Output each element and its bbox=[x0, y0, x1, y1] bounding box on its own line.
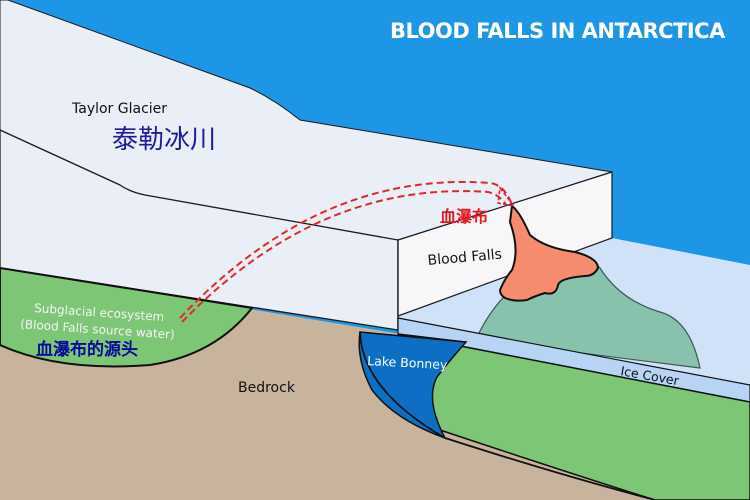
bedrock-label: Bedrock bbox=[238, 380, 296, 396]
flow-arrow-head bbox=[497, 186, 516, 208]
flow-arrow-path bbox=[179, 181, 513, 319]
bedrock-boundary-line bbox=[359, 331, 656, 500]
glacier-label-cn: 泰勒冰川 bbox=[112, 125, 216, 155]
blood-falls-outflow bbox=[498, 204, 600, 302]
ice-cover-layer bbox=[397, 317, 750, 403]
ecosystem-label-cn: 血瀑布的源头 bbox=[36, 339, 138, 360]
blood-falls-label-cn: 血瀑布 bbox=[440, 207, 488, 226]
diagram-title: BLOOD FALLS IN ANTARCTICA bbox=[390, 19, 726, 43]
lake-bonney-label: Lake Bonney bbox=[367, 353, 449, 372]
glacier-label-en: Taylor Glacier bbox=[71, 101, 167, 117]
subglacial-ecosystem-region bbox=[0, 266, 254, 368]
blood-falls-label-en: Blood Falls bbox=[427, 247, 503, 269]
